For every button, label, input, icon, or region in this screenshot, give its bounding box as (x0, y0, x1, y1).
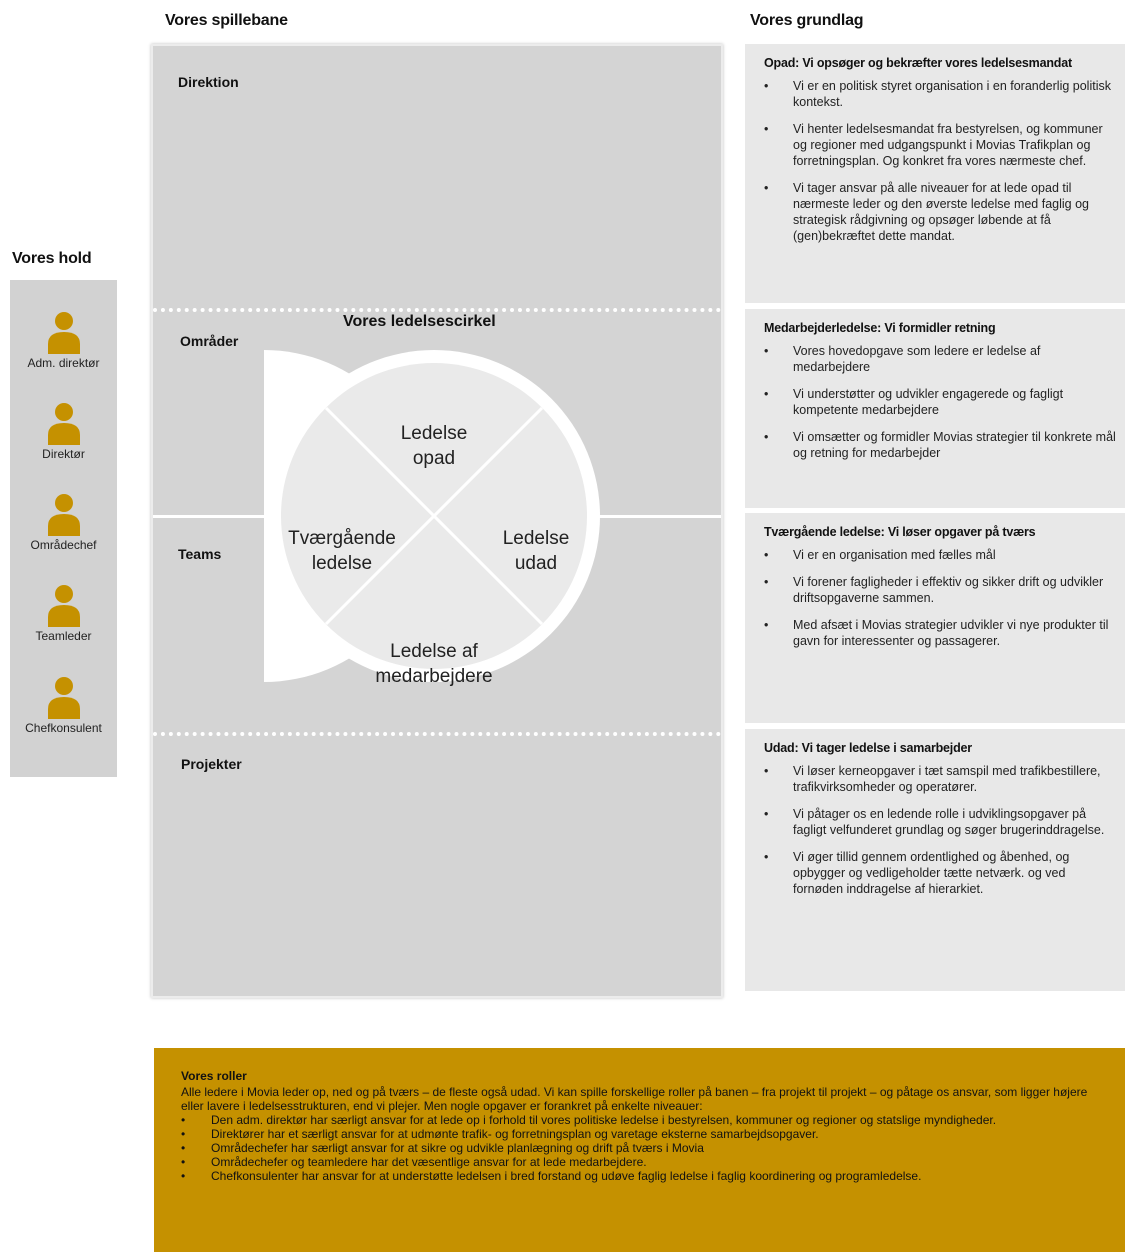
level-divider (153, 732, 721, 736)
list-item: Vi forener fagligheder i effektiv og sik… (745, 574, 1117, 606)
foundation-box-heading: Medarbejderledelse: Vi formidler retning (764, 321, 996, 335)
team-member-label: Teamleder (35, 629, 92, 643)
roles-title: Vores roller (181, 1069, 247, 1083)
segment-left-line1: Tværgående (288, 528, 396, 549)
list-item: Vi er en organisation med fælles mål (745, 547, 1117, 563)
foundation-heading: Vores grundlag (750, 12, 864, 29)
list-item: Vi løser kerneopgaver i tæt samspil med … (745, 763, 1117, 795)
foundation-box-opad: Opad: Vi opsøger og bekræfter vores lede… (745, 44, 1125, 303)
level-divider (153, 308, 721, 312)
segment-top-line1: Ledelse (401, 423, 468, 444)
segment-top-line2: opad (413, 448, 455, 469)
list-item: Vi henter ledelsesmandat fra bestyrelsen… (745, 121, 1117, 169)
foundation-box-medarbejder: Medarbejderledelse: Vi formidler retning… (745, 309, 1125, 508)
circle-title: Vores ledelsescirkel (343, 313, 496, 330)
team-member: Områdechef (10, 492, 117, 552)
foundation-box-bullets: Vi er en politisk styret organisation i … (745, 78, 1125, 244)
list-item: Vi tager ansvar på alle niveauer for at … (745, 180, 1117, 244)
team-member: Teamleder (10, 583, 117, 643)
person-icon (47, 403, 80, 445)
foundation-box-bullets: Vi løser kerneopgaver i tæt samspil med … (745, 763, 1125, 897)
list-item: Vi øger tillid gennem ordentlighed og åb… (745, 849, 1117, 897)
circle-divider (324, 406, 544, 626)
roles-panel: Vores roller Alle ledere i Movia leder o… (154, 1048, 1125, 1252)
team-panel: Adm. direktør Direktør Områdechef Teamle… (10, 280, 117, 777)
list-item: Chefkonsulenter har ansvar for at unders… (154, 1169, 1105, 1183)
segment-bottom-line1: Ledelse af (390, 641, 478, 662)
foundation-box-bullets: Vores hovedopgave som ledere er ledelse … (745, 343, 1125, 461)
list-item: Vores hovedopgave som ledere er ledelse … (745, 343, 1117, 375)
list-item: Vi er en politisk styret organisation i … (745, 78, 1117, 110)
level-label-direktion: Direktion (178, 74, 239, 90)
list-item: Den adm. direktør har særligt ansvar for… (154, 1113, 1105, 1127)
person-icon (47, 677, 80, 719)
team-member-label: Chefkonsulent (25, 721, 102, 735)
playing-field: Direktion Områder Teams Projekter Vores … (151, 44, 723, 998)
person-icon (47, 494, 80, 536)
segment-bottom-line2: medarbejdere (375, 666, 492, 686)
team-member: Chefkonsulent (10, 675, 117, 735)
roles-bullets: Den adm. direktør har særligt ansvar for… (154, 1113, 1125, 1183)
person-icon (47, 585, 80, 627)
foundation-box-heading: Udad: Vi tager ledelse i samarbejder (764, 741, 972, 755)
team-member-label: Adm. direktør (27, 356, 100, 370)
playing-field-heading: Vores spillebane (165, 12, 288, 29)
level-label-projekter: Projekter (181, 756, 242, 772)
list-item: Vi påtager os en ledende rolle i udvikli… (745, 806, 1117, 838)
foundation-box-tvaergaaende: Tværgående ledelse: Vi løser opgaver på … (745, 513, 1125, 723)
segment-right-line1: Ledelse (503, 528, 570, 549)
foundation-box-bullets: Vi er en organisation med fælles mål Vi … (745, 547, 1125, 649)
team-member: Adm. direktør (10, 310, 117, 370)
team-member-label: Direktør (42, 447, 85, 461)
leadership-circle: Ledelse opad Tværgående ledelse Ledelse … (264, 350, 600, 686)
team-heading: Vores hold (12, 250, 92, 267)
list-item: Vi omsætter og formidler Movias strategi… (745, 429, 1117, 461)
roles-intro: Alle ledere i Movia leder op, ned og på … (181, 1085, 1088, 1113)
foundation-box-heading: Tværgående ledelse: Vi løser opgaver på … (764, 525, 1036, 539)
level-label-teams: Teams (178, 546, 222, 562)
level-label-omraader: Områder (180, 333, 239, 349)
list-item: Vi understøtter og udvikler engagerede o… (745, 386, 1117, 418)
foundation-box-udad: Udad: Vi tager ledelse i samarbejder Vi … (745, 729, 1125, 991)
segment-left-line2: ledelse (312, 553, 372, 574)
list-item: Områdechefer og teamledere har det væsen… (154, 1155, 1105, 1169)
segment-right-line2: udad (515, 553, 557, 574)
foundation-box-heading: Opad: Vi opsøger og bekræfter vores lede… (764, 56, 1072, 70)
list-item: Områdechefer har særligt ansvar for at s… (154, 1141, 1105, 1155)
team-member: Direktør (10, 401, 117, 461)
team-member-label: Områdechef (30, 538, 97, 552)
list-item: Med afsæt i Movias strategier udvikler v… (745, 617, 1117, 649)
person-icon (47, 312, 80, 354)
list-item: Direktører har et særligt ansvar for at … (154, 1127, 1105, 1141)
